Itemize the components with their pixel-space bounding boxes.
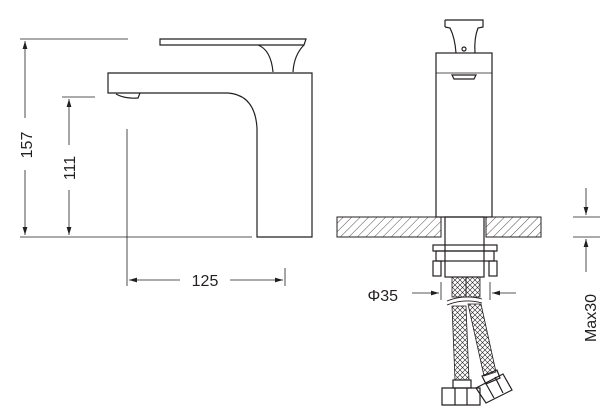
side-view: 157 111 125 — [19, 38, 313, 290]
dimension-111: 111 — [62, 99, 79, 235]
dimension-max30-label: Max30 — [583, 294, 600, 342]
body-front — [435, 52, 493, 218]
dimension-phi35-label: Φ35 — [367, 288, 398, 305]
dimension-125: 125 — [126, 129, 286, 290]
dimension-157: 157 — [19, 41, 36, 235]
aerator — [115, 92, 141, 99]
dimension-111-label: 111 — [62, 156, 79, 180]
dimension-125-label: 125 — [192, 273, 219, 290]
mounting-sleeve — [444, 216, 485, 278]
handle-front — [444, 19, 484, 54]
handle-screw — [461, 46, 467, 52]
aerator-front — [451, 74, 477, 80]
faucet-body — [107, 72, 313, 238]
dimension-157-label: 157 — [19, 132, 36, 159]
mounting-nut — [432, 244, 498, 277]
front-view: Φ35 Max30 — [336, 19, 600, 406]
supply-hoses — [441, 276, 513, 406]
dimension-phi35: Φ35 — [367, 282, 516, 305]
countertop — [336, 216, 542, 238]
dimension-max30: Max30 — [573, 188, 600, 342]
lever-handle — [159, 38, 307, 73]
